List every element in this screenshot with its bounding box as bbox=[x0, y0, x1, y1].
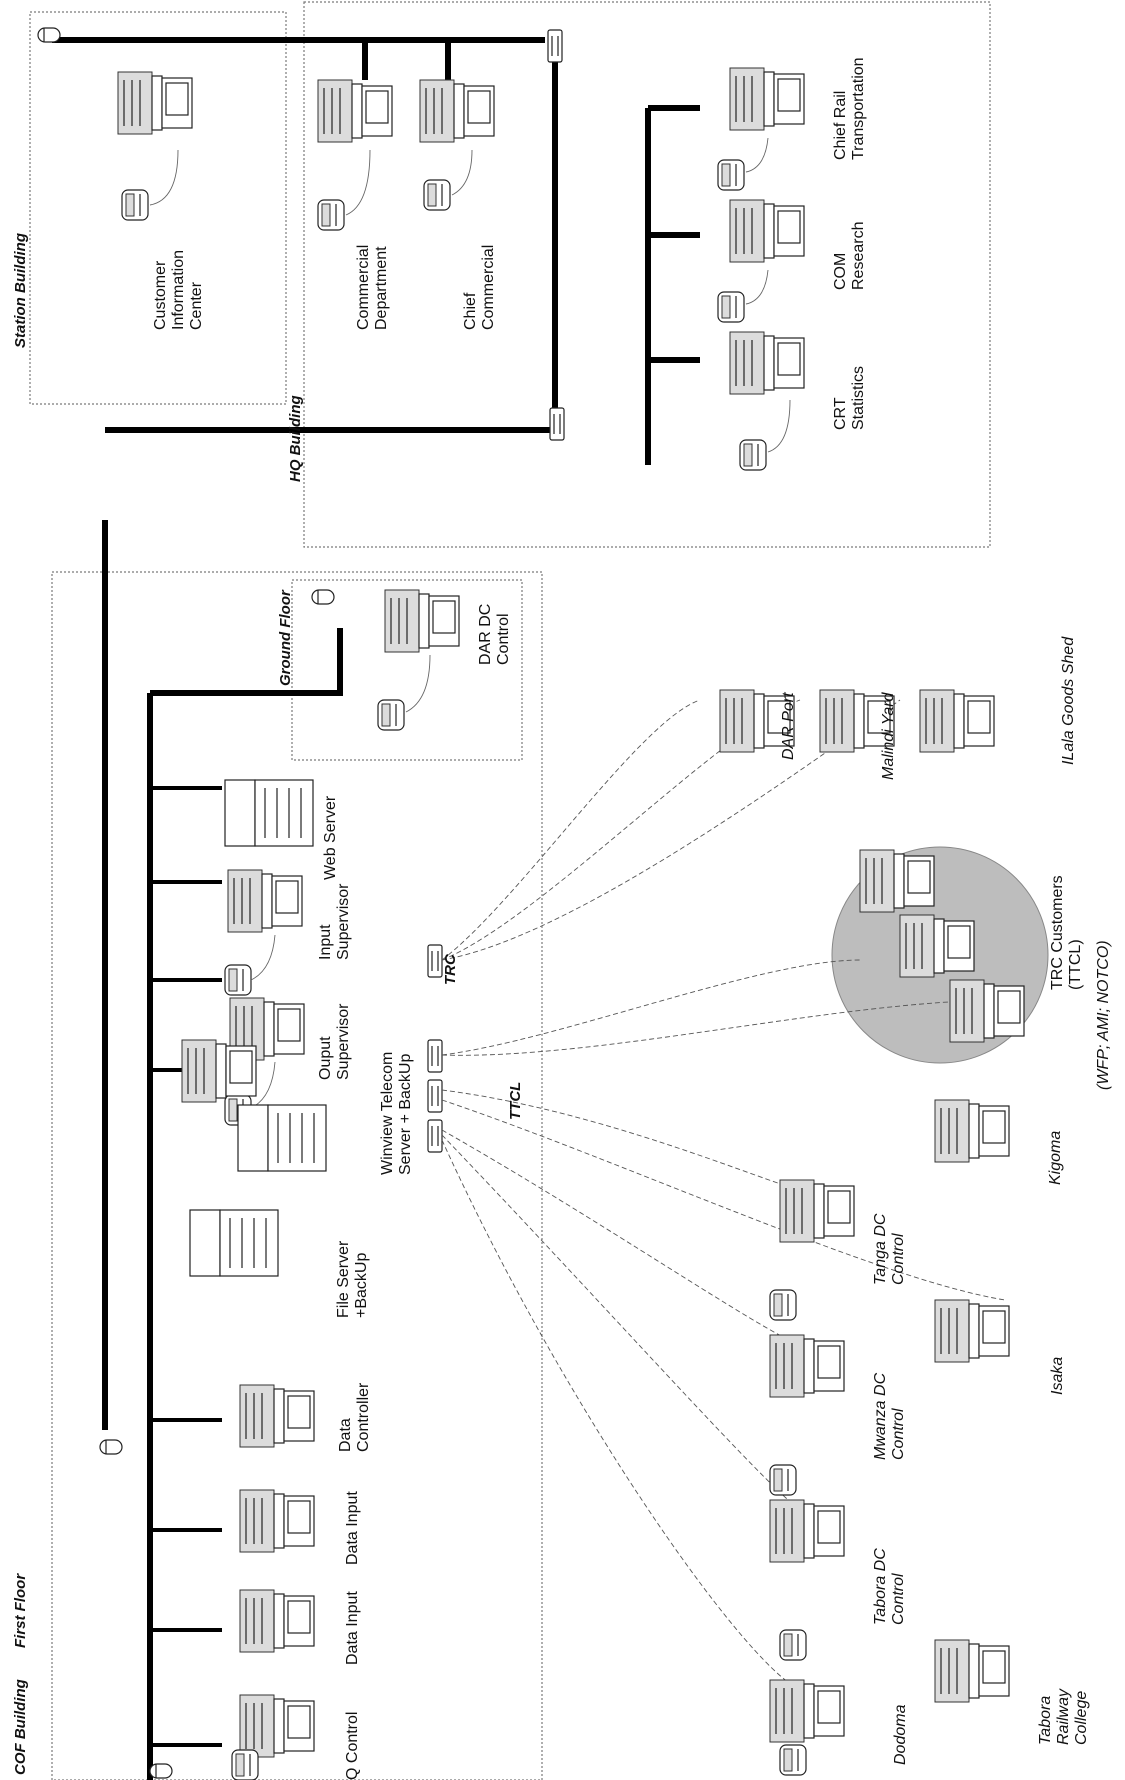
chief-rail-label: Chief Rail Transportation bbox=[832, 57, 867, 160]
com-research-label: COM Research bbox=[832, 222, 867, 290]
ilala-goods-shed-computer-icon bbox=[919, 689, 995, 753]
chief-rail-computer-icon bbox=[729, 67, 805, 131]
customer-info-label: Customer Information Center bbox=[152, 246, 205, 331]
hq-building-box bbox=[303, 1, 991, 548]
ttcl-modem-icon bbox=[427, 1119, 443, 1153]
tanga-dc-computer-icon bbox=[779, 1179, 855, 1243]
ttcl-modem-icon bbox=[427, 1079, 443, 1113]
backbone-cable bbox=[150, 628, 343, 696]
ttcl-modem-icon bbox=[427, 1039, 443, 1073]
terminator-icon bbox=[149, 1763, 173, 1779]
data-controller-computer-icon bbox=[239, 1384, 315, 1448]
web-server-icon bbox=[224, 779, 314, 847]
kigoma-computer-icon bbox=[934, 1099, 1010, 1163]
customer-info-computer-icon bbox=[117, 71, 193, 135]
crt-statistics-computer-icon bbox=[729, 331, 805, 395]
commercial-dept-label: Commercial Department bbox=[355, 240, 390, 330]
ilala-goods-shed-label: ILala Goods Shed bbox=[1060, 636, 1077, 765]
dodoma-printer-icon bbox=[779, 1744, 807, 1776]
cof-building-label: COF Building bbox=[12, 1679, 29, 1775]
crt-statistics-printer-icon bbox=[739, 439, 767, 471]
commercial-dept-computer-icon bbox=[317, 79, 393, 143]
ouput-supervisor-label: Ouput Supervisor bbox=[317, 1003, 352, 1080]
terminator-icon bbox=[37, 27, 61, 43]
trc-link-label: TRC bbox=[442, 953, 459, 985]
chief-commercial-printer-icon bbox=[423, 179, 451, 211]
kigoma-label: Kigoma bbox=[1047, 1131, 1064, 1185]
isaka-label: Isaka bbox=[1049, 1357, 1066, 1395]
data-controller-label: Data Controller bbox=[337, 1382, 372, 1452]
q-control-computer-icon bbox=[239, 1694, 315, 1758]
chief-rail-printer-icon bbox=[717, 159, 745, 191]
tabora-dc-computer-icon bbox=[769, 1499, 845, 1563]
tabora-college-label: Tabora Railway College bbox=[1037, 1685, 1090, 1745]
trc-customers-computer-icon bbox=[899, 914, 975, 978]
terminator-icon bbox=[99, 1439, 123, 1455]
ttcl-link-label: TTCL bbox=[507, 1082, 524, 1120]
chief-commercial-label: Chief Commercial bbox=[462, 245, 497, 330]
dodoma-label: Dodoma bbox=[892, 1704, 909, 1765]
hub-icon bbox=[547, 29, 563, 63]
data-input-label: Data Input bbox=[344, 1491, 361, 1565]
crt-statistics-label: CRT Statistics bbox=[832, 366, 867, 430]
mwanza-dc-computer-icon bbox=[769, 1334, 845, 1398]
winview-label: Winview Telecom Server + BackUp bbox=[379, 1047, 414, 1175]
customers-note-label: (WFP; AMI; NOTCO) bbox=[1095, 940, 1112, 1090]
malindi-yard-label: Malindi Yard bbox=[880, 691, 897, 780]
mwanza-label: Mwanza DC Control bbox=[872, 1368, 907, 1460]
dar-port-label: DAR Port bbox=[780, 692, 797, 760]
input-supervisor-label: Input Supervisor bbox=[317, 883, 352, 960]
tabora-college-computer-icon bbox=[934, 1639, 1010, 1703]
ground-floor-box bbox=[291, 579, 523, 761]
terminator-icon bbox=[311, 589, 335, 605]
file-server-icon bbox=[189, 1209, 279, 1277]
file-server-label: File Server +BackUp bbox=[335, 1236, 370, 1318]
tabora-label: Tabora DC Control bbox=[872, 1544, 907, 1625]
dar-dc-label: DAR DC Control bbox=[477, 599, 512, 665]
trc-modem-icon bbox=[427, 944, 443, 978]
tabora-dc-printer-icon bbox=[779, 1629, 807, 1661]
cof-building-box bbox=[51, 571, 543, 1780]
chief-commercial-computer-icon bbox=[419, 79, 495, 143]
station-building-label: Station Building bbox=[12, 233, 29, 348]
winview-server-icon bbox=[237, 1104, 327, 1172]
tanga-label: Tanga DC Control bbox=[872, 1209, 907, 1285]
dar-dc-printer-icon bbox=[377, 699, 405, 731]
hub-icon bbox=[549, 407, 565, 441]
ground-floor-label: Ground Floor bbox=[277, 589, 294, 686]
cof-floor-label: First Floor bbox=[12, 1573, 29, 1648]
hq-building-label: HQ Building bbox=[287, 395, 304, 482]
isaka-computer-icon bbox=[934, 1299, 1010, 1363]
tanga-dc-printer-icon bbox=[769, 1289, 797, 1321]
trc-customers-computer-icon bbox=[859, 849, 935, 913]
trc-customers-label: TRC Customers (TTCL) bbox=[1049, 871, 1084, 990]
q-control-printer-icon bbox=[231, 1749, 259, 1780]
input-supervisor-printer-icon bbox=[224, 964, 252, 996]
data-input-computer-icon bbox=[239, 1489, 315, 1553]
data-input-computer-icon bbox=[239, 1589, 315, 1653]
mwanza-dc-printer-icon bbox=[769, 1464, 797, 1496]
com-research-computer-icon bbox=[729, 199, 805, 263]
winview-computer-icon bbox=[181, 1039, 257, 1103]
station-building-box bbox=[29, 11, 287, 405]
customer-info-printer-icon bbox=[121, 189, 149, 221]
q-control-label: Q Control bbox=[344, 1712, 361, 1780]
com-research-printer-icon bbox=[717, 291, 745, 323]
dodoma-computer-icon bbox=[769, 1679, 845, 1743]
commercial-dept-printer-icon bbox=[317, 199, 345, 231]
trc-customers-computer-icon bbox=[949, 979, 1025, 1043]
web-server-label: Web Server bbox=[322, 795, 339, 880]
data-input-label: Data Input bbox=[344, 1591, 361, 1665]
dar-dc-computer-icon bbox=[384, 589, 460, 653]
input-supervisor-computer-icon bbox=[227, 869, 303, 933]
